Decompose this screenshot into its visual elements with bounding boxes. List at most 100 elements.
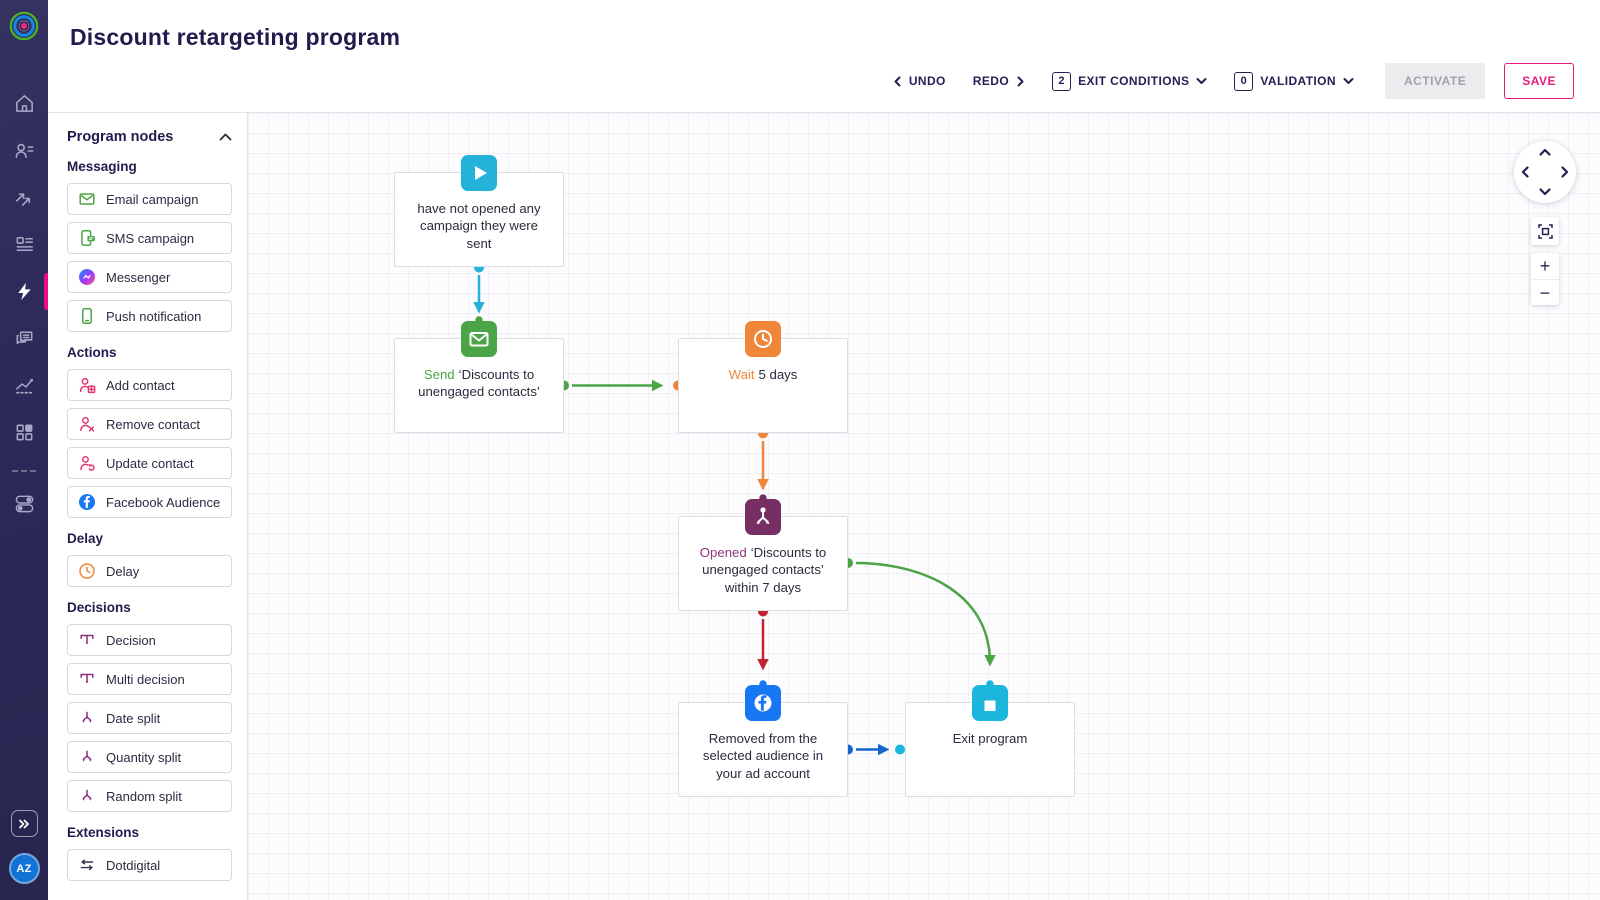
zoom-in-button[interactable]: + <box>1531 253 1559 279</box>
node-keyword: Opened <box>699 545 747 560</box>
palette-item-label: Decision <box>106 632 156 648</box>
save-button[interactable]: SAVE <box>1504 63 1574 99</box>
activate-button[interactable]: ACTIVATE <box>1384 63 1486 99</box>
add-contact-icon <box>79 377 96 394</box>
palette-date-split[interactable]: Date split <box>67 702 232 734</box>
chevron-left-icon <box>894 76 901 86</box>
palette-item-label: Delay <box>106 563 140 579</box>
palette-item-label: Update contact <box>106 455 194 471</box>
pan-left-button[interactable] <box>1521 166 1530 179</box>
exit-icon <box>972 685 1008 721</box>
validation-label: VALIDATION <box>1260 74 1336 88</box>
nav-apps-icon[interactable] <box>0 409 48 456</box>
palette-messenger[interactable]: Messenger <box>67 261 232 293</box>
chevron-up-icon <box>219 133 232 140</box>
node-label: ‘Discounts to unengaged contacts’ within… <box>702 545 827 595</box>
decision-icon <box>80 634 94 645</box>
palette-update-contact[interactable]: Update contact <box>67 447 232 479</box>
palette-dotdigital[interactable]: Dotdigital <box>67 849 232 881</box>
validation-dropdown[interactable]: 0 VALIDATION <box>1234 71 1354 91</box>
zoom-out-button[interactable]: − <box>1531 279 1559 305</box>
play-icon <box>461 155 497 191</box>
palette-item-label: Facebook Audience <box>106 494 221 510</box>
palette-decision[interactable]: Decision <box>67 624 232 656</box>
pan-down-button[interactable] <box>1539 187 1552 196</box>
palette-push-notification[interactable]: Push notification <box>67 300 232 332</box>
nav-chat-icon[interactable] <box>0 315 48 362</box>
section-actions: Actions <box>67 345 117 360</box>
node-label: have not opened any campaign they were s… <box>417 201 541 251</box>
messenger-icon <box>79 269 95 285</box>
node-label: 5 days <box>758 367 798 382</box>
node-decision[interactable]: Opened‘Discounts to unengaged contacts’ … <box>678 499 848 611</box>
undo-button[interactable]: UNDO <box>893 74 946 88</box>
zoom-controls: + − <box>1531 253 1559 305</box>
pan-control <box>1514 141 1576 203</box>
sms-icon <box>81 230 95 246</box>
palette-item-label: SMS campaign <box>106 230 195 246</box>
clock-icon <box>745 321 781 357</box>
palette-quantity-split[interactable]: Quantity split <box>67 741 232 773</box>
palette-item-label: Multi decision <box>106 671 185 687</box>
chevron-down-icon <box>1343 78 1354 84</box>
pan-up-button[interactable] <box>1539 148 1552 157</box>
fit-to-screen-icon <box>1537 223 1553 239</box>
split-icon <box>82 750 92 762</box>
update-contact-icon <box>80 455 95 471</box>
node-start[interactable]: have not opened any campaign they were s… <box>394 155 564 267</box>
palette-item-label: Messenger <box>106 269 171 285</box>
split-icon <box>82 789 92 801</box>
sidebar-collapse-header[interactable]: Program nodes <box>67 129 232 145</box>
facebook-icon <box>745 685 781 721</box>
node-label: Exit program <box>952 731 1028 746</box>
palette-item-label: Remove contact <box>106 416 200 432</box>
nav-campaigns-icon[interactable] <box>0 221 48 268</box>
palette-item-label: Quantity split <box>106 749 182 765</box>
undo-label: UNDO <box>908 74 946 88</box>
nav-toggles-icon[interactable] <box>0 480 48 527</box>
palette-add-contact[interactable]: Add contact <box>67 369 232 401</box>
exit-conditions-count: 2 <box>1052 71 1072 91</box>
node-label: Removed from the selected audience in yo… <box>702 731 824 781</box>
edge-decision-yes-to-exit <box>855 561 996 667</box>
split-icon <box>82 711 92 723</box>
nav-programs-icon[interactable] <box>0 268 48 315</box>
toolbar: UNDO REDO 2 EXIT CONDITIONS 0 VALIDATION… <box>893 63 1574 99</box>
user-avatar[interactable]: AZ <box>8 853 40 884</box>
nav-divider <box>12 470 36 472</box>
palette-item-label: Random split <box>106 788 182 804</box>
pan-right-button[interactable] <box>1560 166 1569 179</box>
primary-navbar: AZ <box>0 0 48 900</box>
program-nodes-sidebar: Program nodes Messaging Email campaign S… <box>48 113 248 900</box>
nav-home-icon[interactable] <box>0 80 48 127</box>
validation-count: 0 <box>1234 71 1254 91</box>
nav-expand-button[interactable] <box>10 810 38 837</box>
node-exit-program[interactable]: Exit program <box>905 685 1075 797</box>
node-keyword: Wait <box>728 367 755 382</box>
fit-to-screen-button[interactable] <box>1531 217 1559 245</box>
email-icon <box>79 193 95 205</box>
nav-contacts-icon[interactable] <box>0 127 48 174</box>
nav-automation-icon[interactable] <box>0 174 48 221</box>
node-send-email[interactable]: Send‘Discounts to unengaged contacts’ <box>394 321 564 433</box>
palette-email-campaign[interactable]: Email campaign <box>67 183 232 215</box>
exit-conditions-dropdown[interactable]: 2 EXIT CONDITIONS <box>1052 71 1207 91</box>
palette-random-split[interactable]: Random split <box>67 780 232 812</box>
palette-delay[interactable]: Delay <box>67 555 232 587</box>
section-messaging: Messaging <box>67 159 137 174</box>
palette-item-label: Date split <box>106 710 161 726</box>
palette-sms-campaign[interactable]: SMS campaign <box>67 222 232 254</box>
palette-facebook-audience[interactable]: Facebook Audience <box>67 486 232 518</box>
node-facebook-audience[interactable]: Removed from the selected audience in yo… <box>678 685 848 797</box>
remove-contact-icon <box>80 416 95 432</box>
nav-analytics-icon[interactable] <box>0 362 48 409</box>
palette-multi-decision[interactable]: Multi decision <box>67 663 232 695</box>
port-exit-in[interactable] <box>895 744 905 755</box>
chevron-down-icon <box>1196 78 1207 84</box>
dotdigital-logo <box>0 0 48 52</box>
program-canvas[interactable]: have not opened any campaign they were s… <box>248 113 1600 900</box>
sidebar-title: Program nodes <box>67 129 174 145</box>
palette-remove-contact[interactable]: Remove contact <box>67 408 232 440</box>
redo-button[interactable]: REDO <box>973 74 1025 88</box>
